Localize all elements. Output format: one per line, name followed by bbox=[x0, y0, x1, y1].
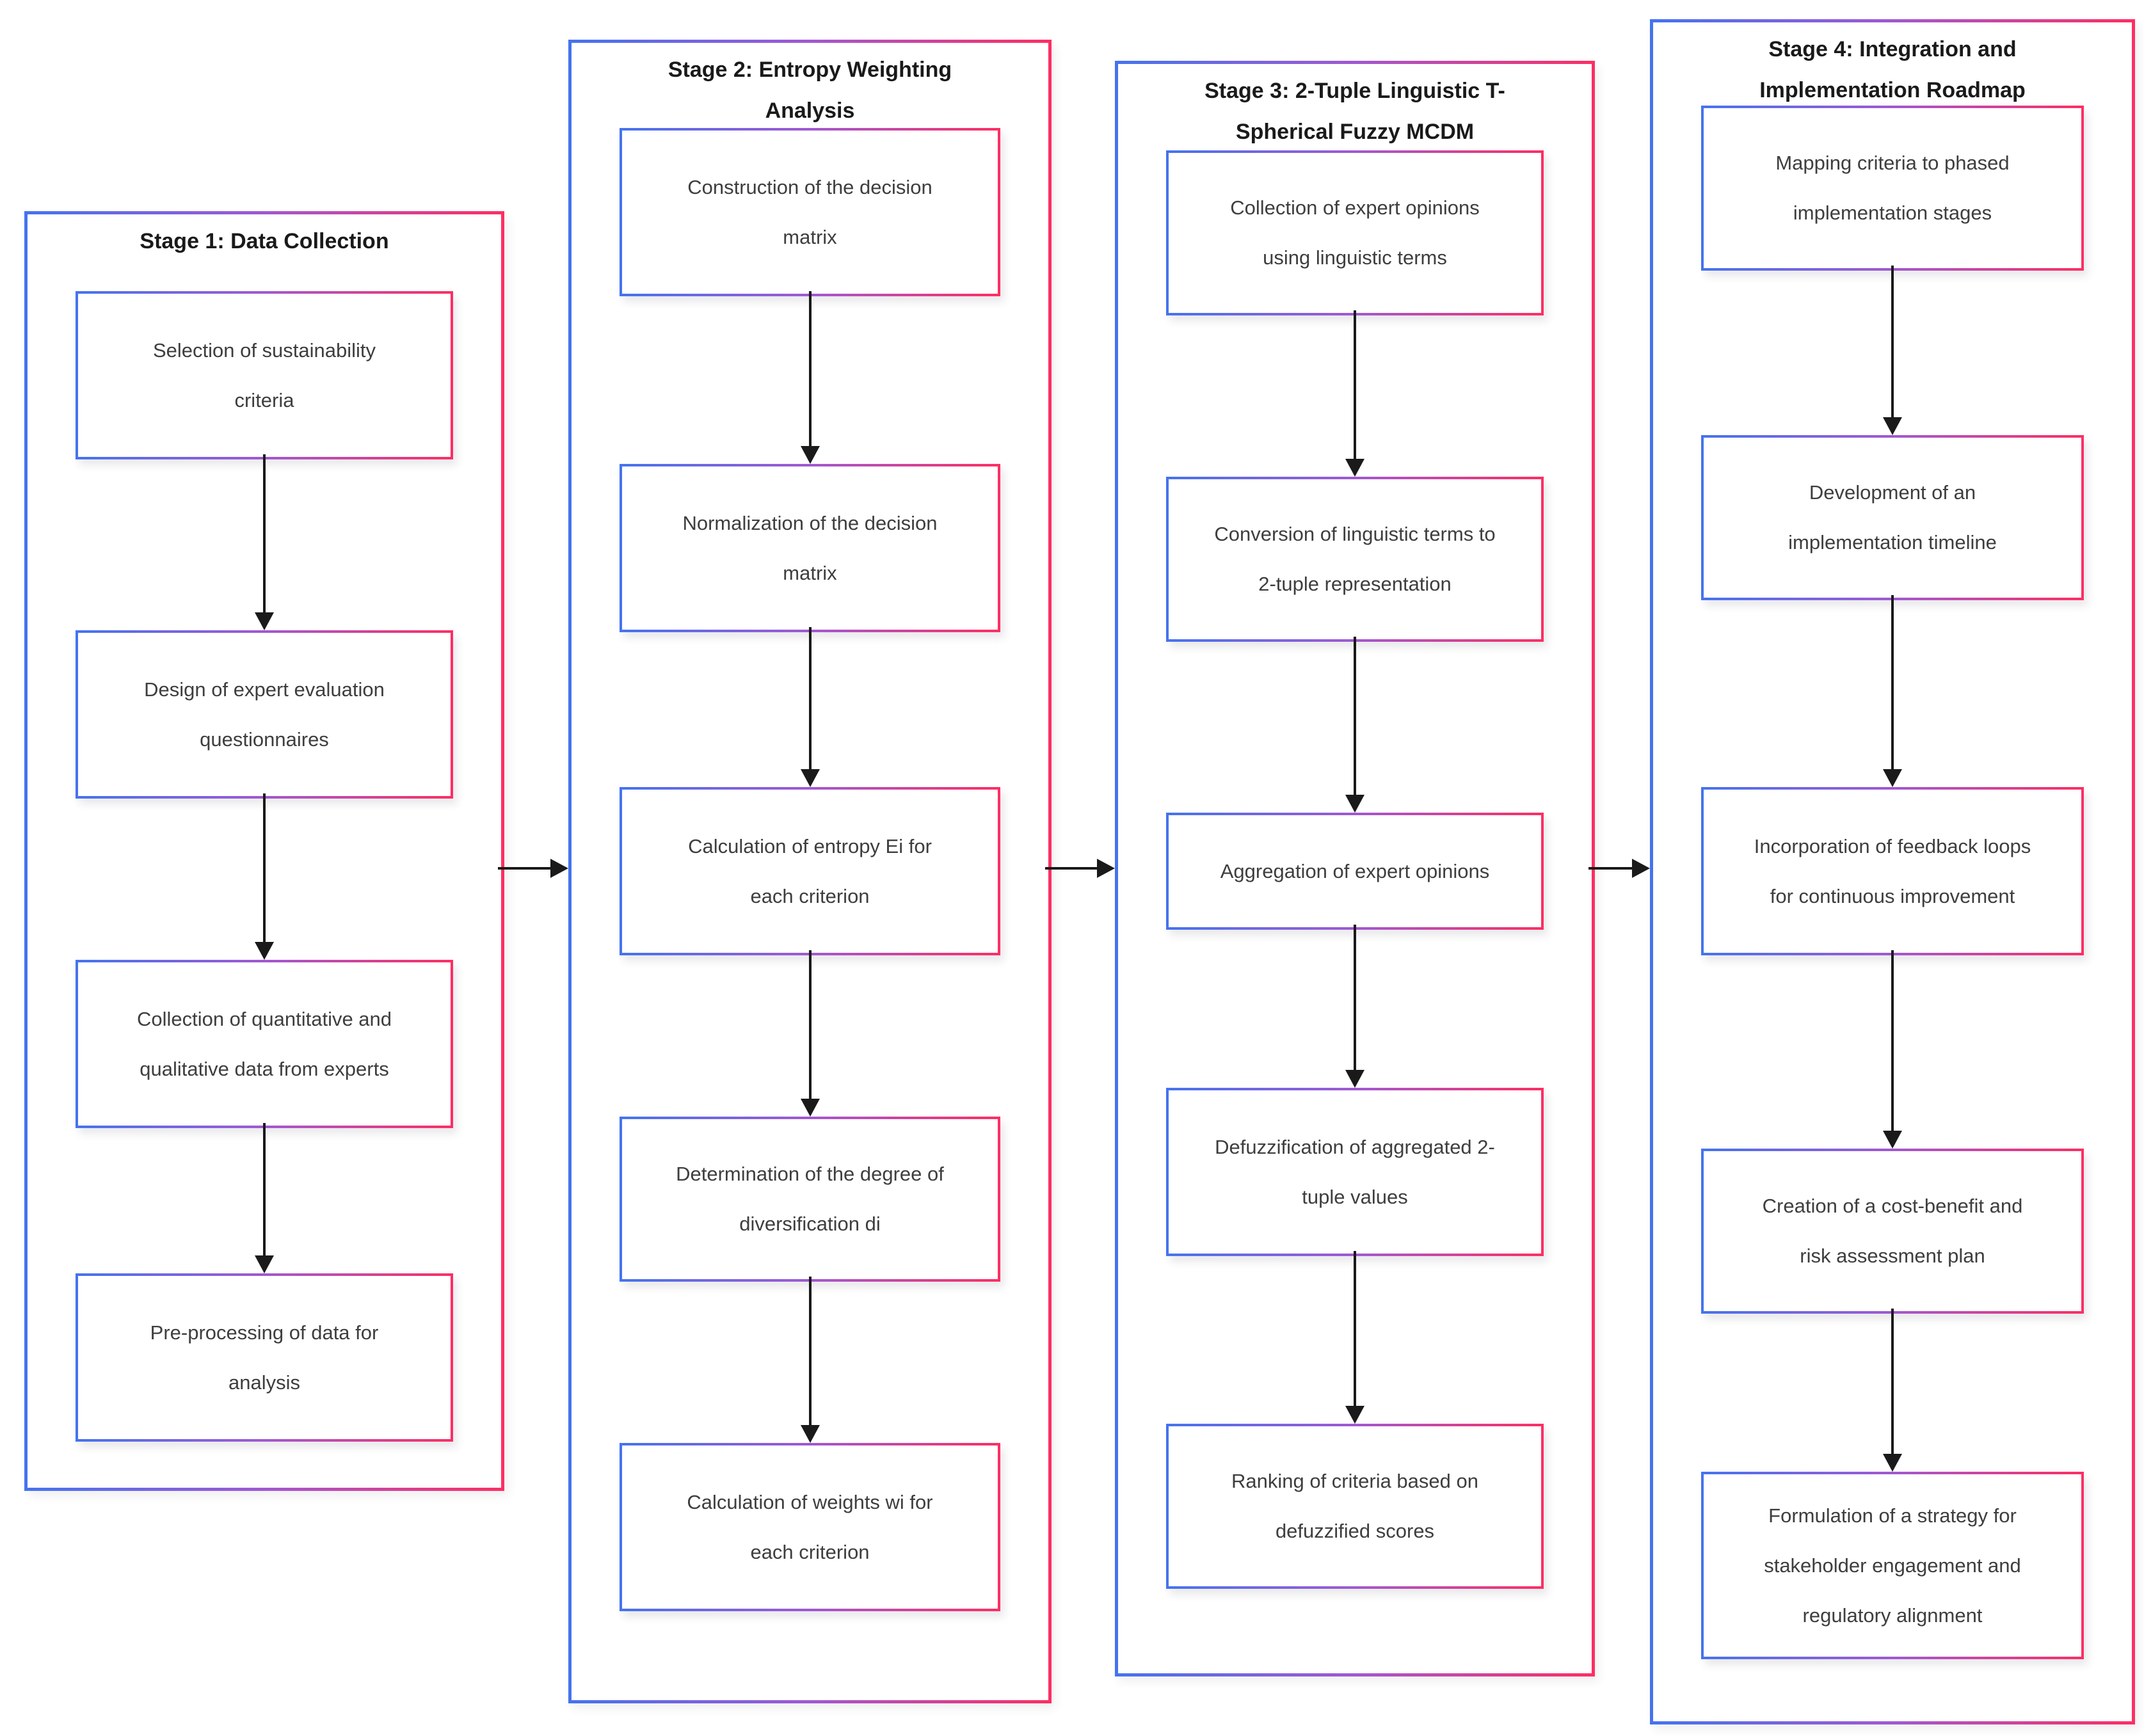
arrow-right-icon bbox=[498, 859, 568, 878]
step-box: Pre-processing of data for analysis bbox=[76, 1273, 453, 1442]
step-label: Mapping criteria to phased implementatio… bbox=[1775, 152, 2010, 224]
step-label: Pre-processing of data for analysis bbox=[150, 1321, 379, 1394]
arrow-down-icon bbox=[254, 793, 275, 960]
step-label: Aggregation of expert opinions bbox=[1220, 859, 1490, 882]
stage-title-line: Stage 1: Data Collection bbox=[140, 229, 389, 253]
stage-2-title: Stage 2: Entropy Weighting Analysis bbox=[572, 49, 1048, 131]
stage-title-line: Stage 2: Entropy Weighting bbox=[668, 58, 952, 82]
arrow-down-icon bbox=[1345, 637, 1365, 813]
step-box: Construction of the decision matrix bbox=[620, 128, 1000, 296]
stage-3-title: Stage 3: 2-Tuple Linguistic T- Spherical… bbox=[1118, 70, 1592, 152]
step-label: Construction of the decision matrix bbox=[687, 175, 932, 248]
step-box: Creation of a cost-benefit and risk asse… bbox=[1701, 1149, 2084, 1314]
step-box: Collection of expert opinions using ling… bbox=[1166, 150, 1544, 315]
step-label: Selection of sustainability criteria bbox=[152, 338, 376, 411]
arrow-down-icon bbox=[800, 627, 820, 787]
arrow-down-icon bbox=[800, 950, 820, 1117]
step-label: Calculation of entropy Ei for each crite… bbox=[688, 834, 932, 907]
arrow-down-icon bbox=[1882, 1309, 1903, 1472]
step-label: Creation of a cost-benefit and risk asse… bbox=[1762, 1195, 2023, 1267]
stage-title-line: Stage 4: Integration and bbox=[1768, 37, 2017, 61]
arrow-down-icon bbox=[800, 291, 820, 464]
step-box: Normalization of the decision matrix bbox=[620, 464, 1000, 632]
step-label: Conversion of linguistic terms to 2-tupl… bbox=[1214, 523, 1496, 595]
arrow-down-icon bbox=[1882, 266, 1903, 435]
step-label: Formulation of a strategy for stakeholde… bbox=[1764, 1504, 2021, 1627]
stage-1-title: Stage 1: Data Collection bbox=[28, 221, 501, 262]
stage-title-line: Spherical Fuzzy MCDM bbox=[1235, 120, 1475, 144]
step-label: Normalization of the decision matrix bbox=[682, 511, 938, 584]
arrow-right-icon bbox=[1588, 859, 1650, 878]
stage-1-container: Stage 1: Data Collection Selection of su… bbox=[24, 211, 504, 1491]
arrow-down-icon bbox=[800, 1277, 820, 1443]
step-box: Development of an implementation timelin… bbox=[1701, 435, 2084, 600]
step-box: Ranking of criteria based on defuzzified… bbox=[1166, 1424, 1544, 1589]
arrow-down-icon bbox=[254, 454, 275, 630]
step-box: Design of expert evaluation questionnair… bbox=[76, 630, 453, 799]
step-label: Incorporation of feedback loops for cont… bbox=[1754, 834, 2031, 907]
stage-title-line: Implementation Roadmap bbox=[1759, 78, 2026, 102]
arrow-right-icon bbox=[1045, 859, 1115, 878]
arrow-down-icon bbox=[1882, 595, 1903, 787]
step-label: Ranking of criteria based on defuzzified… bbox=[1231, 1470, 1478, 1542]
stage-4-container: Stage 4: Integration and Implementation … bbox=[1650, 19, 2135, 1724]
step-label: Calculation of weights wi for each crite… bbox=[687, 1490, 933, 1563]
step-label: Determination of the degree of diversifi… bbox=[676, 1163, 944, 1235]
stage-2-container: Stage 2: Entropy Weighting Analysis Cons… bbox=[568, 40, 1052, 1703]
arrow-down-icon bbox=[1882, 950, 1903, 1149]
step-box: Mapping criteria to phased implementatio… bbox=[1701, 106, 2084, 271]
stage-title-line: Stage 3: 2-Tuple Linguistic T- bbox=[1204, 79, 1505, 103]
stage-4-title: Stage 4: Integration and Implementation … bbox=[1653, 29, 2132, 111]
arrow-down-icon bbox=[1345, 925, 1365, 1088]
arrow-down-icon bbox=[254, 1123, 275, 1273]
step-box: Conversion of linguistic terms to 2-tupl… bbox=[1166, 477, 1544, 642]
step-label: Collection of quantitative and qualitati… bbox=[136, 1007, 392, 1080]
arrow-down-icon bbox=[1345, 310, 1365, 477]
step-label: Development of an implementation timelin… bbox=[1788, 481, 1997, 553]
step-label: Defuzzification of aggregated 2-tuple va… bbox=[1215, 1135, 1495, 1208]
stage-title-line: Analysis bbox=[765, 99, 855, 123]
step-box: Calculation of entropy Ei for each crite… bbox=[620, 787, 1000, 955]
step-box: Defuzzification of aggregated 2-tuple va… bbox=[1166, 1088, 1544, 1256]
step-box: Incorporation of feedback loops for cont… bbox=[1701, 787, 2084, 955]
step-box: Calculation of weights wi for each crite… bbox=[620, 1443, 1000, 1611]
step-box: Collection of quantitative and qualitati… bbox=[76, 960, 453, 1128]
arrow-down-icon bbox=[1345, 1251, 1365, 1424]
step-label: Collection of expert opinions using ling… bbox=[1230, 196, 1480, 269]
step-label: Design of expert evaluation questionnair… bbox=[144, 678, 385, 751]
step-box: Selection of sustainability criteria bbox=[76, 291, 453, 459]
step-box: Aggregation of expert opinions bbox=[1166, 813, 1544, 930]
step-box: Determination of the degree of diversifi… bbox=[620, 1117, 1000, 1282]
step-box: Formulation of a strategy for stakeholde… bbox=[1701, 1472, 2084, 1659]
stage-3-container: Stage 3: 2-Tuple Linguistic T- Spherical… bbox=[1115, 61, 1595, 1676]
